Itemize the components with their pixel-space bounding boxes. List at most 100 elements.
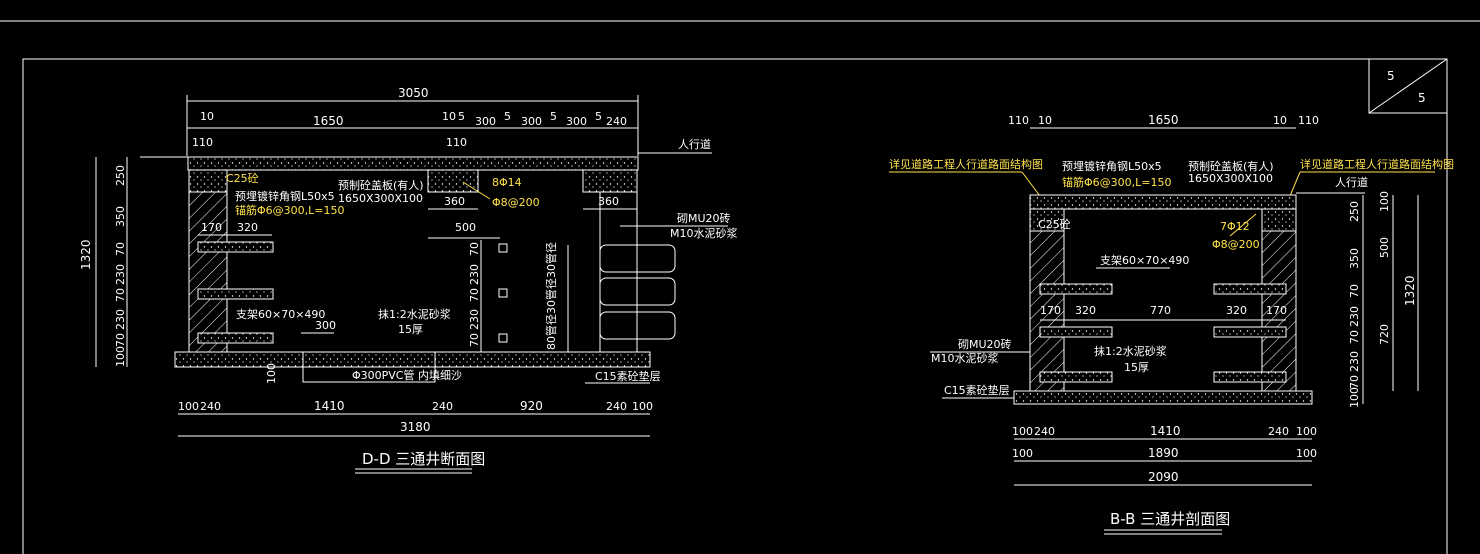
dd-dim-300a: 300 <box>475 115 496 128</box>
dd-dim-5c: 5 <box>550 110 557 123</box>
bb-bracket-r3 <box>1213 371 1287 383</box>
bb-sidewalk-label: 人行道 <box>1335 175 1368 189</box>
dd-beam-left <box>188 169 228 193</box>
bb-dim-r-230a: 230 <box>1348 306 1361 327</box>
bb-dim-r-720: 720 <box>1378 324 1391 345</box>
dd-dim-300-inner: 300 <box>315 319 336 332</box>
dd-dim-1320: 1320 <box>79 239 93 270</box>
dd-pipe-2 <box>599 277 676 306</box>
dd-dim-5d: 5 <box>595 110 602 123</box>
dd-dim-b-240c: 240 <box>606 400 627 413</box>
bb-rebar-top-label: 7Φ12 <box>1220 220 1250 233</box>
dd-dim-1650: 1650 <box>313 114 344 128</box>
bb-section-title: B-B 三通井剖面图 <box>1110 510 1230 528</box>
section-bb: 110 10 1650 10 110 详见道路工程人行道路面结构图 详见道路工程… <box>889 113 1454 535</box>
dd-cover-size-label: 1650X300X100 <box>338 192 423 205</box>
bb-mortar-label: M10水泥砂浆 <box>931 351 999 365</box>
dd-pipe-1 <box>599 244 676 273</box>
dd-bracket-2 <box>197 288 274 300</box>
dd-dim-300c: 300 <box>566 115 587 128</box>
bb-dim-b-1410: 1410 <box>1150 424 1181 438</box>
bb-cover-label: 预制砼盖板(有人) <box>1188 159 1274 173</box>
dd-angle-steel-label: 预埋镀锌角钢L50x5 <box>235 189 335 203</box>
dd-bracket-label: 支架60×70×490 <box>236 308 325 321</box>
dd-dim-110b: 110 <box>446 136 467 149</box>
bb-bracket-r2 <box>1213 326 1287 338</box>
bb-dim-r-500: 500 <box>1378 237 1391 258</box>
bb-dim-r-250: 250 <box>1348 201 1361 222</box>
bb-dim-b-100c: 100 <box>1012 447 1033 460</box>
bb-dim-170a: 170 <box>1040 304 1061 317</box>
bb-dim-110a: 110 <box>1008 114 1029 127</box>
dd-bracket-3 <box>197 332 274 344</box>
dd-dim-500: 500 <box>455 221 476 234</box>
bb-dim-b-240a: 240 <box>1034 425 1055 438</box>
dd-pipe-spacing-label: 80管径30管径30管径 <box>544 242 558 350</box>
bb-dim-110b: 110 <box>1298 114 1319 127</box>
bb-dim-r-230b: 230 <box>1348 351 1361 372</box>
dd-cover-label: 预制砼盖板(有人) <box>338 178 424 192</box>
dd-dim-70b: 70 <box>114 288 127 302</box>
dd-dim-300b: 300 <box>521 115 542 128</box>
dd-dim-10a: 10 <box>200 110 214 123</box>
bb-anchor-label: 锚筋Φ6@300,L=150 <box>1062 175 1172 189</box>
dd-dim-mid-70c: 70 <box>468 333 481 347</box>
bb-dim-b-100d: 100 <box>1296 447 1317 460</box>
bb-brick-label: 砌MU20砖 <box>958 337 1012 351</box>
dd-rebar-stirrup-label: Φ8@200 <box>492 196 540 209</box>
dd-dim-b-240b: 240 <box>432 400 453 413</box>
bb-wall-right <box>1261 230 1297 392</box>
dd-dim-360a: 360 <box>444 195 465 208</box>
dd-dim-230b: 230 <box>114 309 127 330</box>
bb-dim-1650: 1650 <box>1148 113 1179 127</box>
bb-dim-b-1890: 1890 <box>1148 446 1179 460</box>
bb-c25-label: C25砼 <box>1038 218 1071 231</box>
drawing-frame <box>22 58 1448 554</box>
dd-dim-350: 350 <box>114 206 127 227</box>
dd-dim-total-top: 3050 <box>398 86 429 100</box>
bb-dim-r-100-top: 100 <box>1378 191 1391 212</box>
sheet-number-box: 5 5 <box>1368 58 1448 114</box>
dd-dim-mid-70a: 70 <box>468 242 481 256</box>
bb-rebar-stirrup-label: Φ8@200 <box>1212 238 1260 251</box>
dd-dim-mid-70b: 70 <box>468 288 481 302</box>
bb-dim-r-350: 350 <box>1348 248 1361 269</box>
bb-bracket-l1 <box>1039 283 1113 295</box>
bb-plaster-label: 抹1:2水泥砂浆 <box>1094 344 1167 358</box>
bb-dim-b-2090: 2090 <box>1148 470 1179 484</box>
dd-dim-10b: 10 <box>442 110 456 123</box>
dd-wall-left <box>188 191 228 353</box>
dd-dim-170: 170 <box>201 221 222 234</box>
section-dd: 3050 10 1650 10 5 300 5 300 5 300 5 240 … <box>79 86 738 474</box>
dd-bracket-1 <box>197 241 274 253</box>
dd-dim-320: 320 <box>237 221 258 234</box>
dd-sidewalk-label: 人行道 <box>678 137 711 151</box>
bb-dim-r-70b: 70 <box>1348 330 1361 344</box>
dd-beam-mid <box>427 169 479 193</box>
bb-dim-320a: 320 <box>1075 304 1096 317</box>
bb-bracket-label: 支架60×70×490 <box>1100 254 1189 267</box>
dd-cushion-layer <box>174 351 651 368</box>
dd-pipe-3 <box>599 311 676 340</box>
bb-cushion-layer <box>1013 390 1313 405</box>
dd-dim-100: 100 <box>114 346 127 367</box>
bb-dim-10b: 10 <box>1273 114 1287 127</box>
dd-dim-mid-230a: 230 <box>468 264 481 285</box>
dd-dim-b-100b: 100 <box>632 400 653 413</box>
bb-dim-b-240b: 240 <box>1268 425 1289 438</box>
dd-dim-mid-230b: 230 <box>468 309 481 330</box>
dd-dim-230a: 230 <box>114 264 127 285</box>
dd-dim-b-1410: 1410 <box>314 399 345 413</box>
bb-dim-770: 770 <box>1150 304 1171 317</box>
dd-cushion-label: C15素砼垫层 <box>595 369 661 383</box>
dd-dim-110a: 110 <box>192 136 213 149</box>
dd-pvc-pipe <box>302 351 436 383</box>
bb-dim-320b: 320 <box>1226 304 1247 317</box>
bb-dim-b-100b: 100 <box>1296 425 1317 438</box>
bb-plaster-thk-label: 15厚 <box>1124 361 1149 374</box>
dd-dim-b-920: 920 <box>520 399 543 413</box>
dd-dim-b-240a: 240 <box>200 400 221 413</box>
bb-bracket-r1 <box>1213 283 1287 295</box>
dd-c25-label: C25砼 <box>226 172 259 185</box>
